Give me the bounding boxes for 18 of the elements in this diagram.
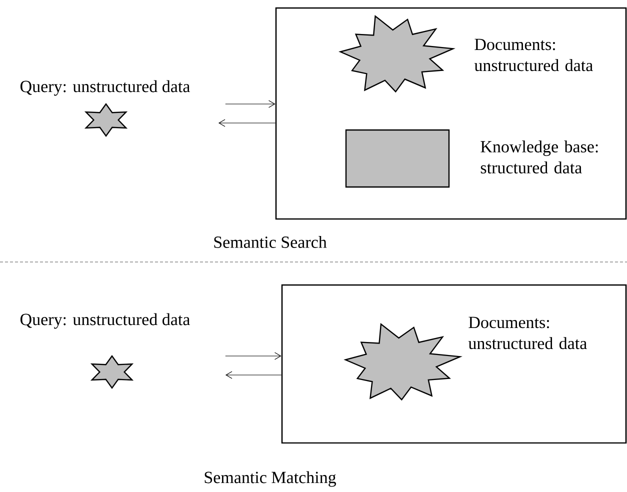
- section-caption: Semantic Matching: [204, 471, 336, 487]
- node-label: Knowledge base: structured data: [480, 140, 598, 174]
- panel-box: [275, 7, 627, 220]
- document-burst: Documents: unstructured data: [338, 14, 593, 93]
- node-label: Documents: unstructured data: [474, 38, 593, 72]
- arrow: [225, 371, 282, 379]
- query-star: Query: unstructured data: [20, 80, 190, 138]
- node-label: Query: unstructured data: [20, 80, 190, 96]
- panel-box: [281, 284, 627, 444]
- knowledge-base-box: Knowledge base: structured data: [345, 129, 598, 188]
- section-caption: Semantic Search: [214, 236, 327, 248]
- node-label: Documents: unstructured data: [468, 316, 587, 350]
- arrow: [218, 119, 276, 127]
- arrow: [225, 352, 282, 360]
- node-label: Query: unstructured data: [20, 313, 190, 329]
- query-star: Query: unstructured data: [20, 313, 190, 390]
- arrow: [225, 100, 276, 108]
- document-burst: Documents: unstructured data: [344, 316, 587, 401]
